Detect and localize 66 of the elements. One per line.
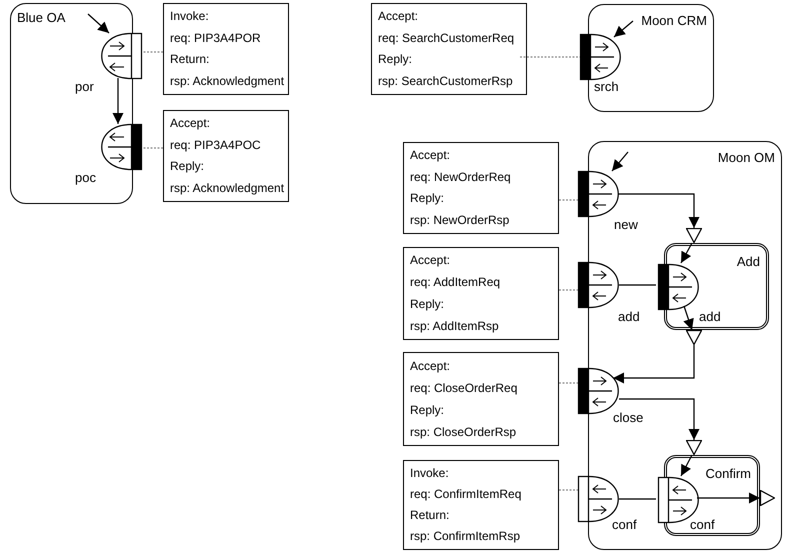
note-box xyxy=(371,3,527,95)
arrow xyxy=(88,14,110,34)
note-line: rsp: AddItemRsp xyxy=(410,318,500,335)
dotted-connector xyxy=(520,56,580,58)
port-label: conf xyxy=(690,517,715,533)
note-line: Accept: xyxy=(410,358,452,374)
note-line: rsp: CloseOrderRsp xyxy=(410,424,518,440)
note-line: req: CloseOrderReq xyxy=(410,380,518,396)
arrow xyxy=(683,306,694,330)
dotted-connector xyxy=(558,382,578,384)
note-line: Return: xyxy=(170,51,210,68)
arrow xyxy=(618,193,700,228)
hollow-triangle xyxy=(686,330,702,345)
note-line: Accept: xyxy=(170,115,212,132)
port-label: srch xyxy=(594,79,619,95)
note-line: rsp: SearchCustomerRsp xyxy=(378,72,514,90)
container-title: Moon OM xyxy=(718,150,775,166)
note-line: req: PIP3A4POR xyxy=(170,30,262,47)
note-line: Accept: xyxy=(410,252,452,270)
arrow xyxy=(619,398,700,440)
arrow xyxy=(612,152,628,172)
note-line: req: PIP3A4POC xyxy=(170,136,262,154)
arrow xyxy=(614,20,634,38)
arrow xyxy=(613,345,695,384)
note-line: rsp: NewOrderRsp xyxy=(410,212,510,229)
note-box xyxy=(403,460,559,550)
arrow xyxy=(697,492,760,504)
note-line: req: ConfirmItemReq xyxy=(410,486,522,503)
container-title: Add xyxy=(736,254,760,270)
note-line: rsp: ConfirmItemRsp xyxy=(410,528,522,545)
hollow-triangle xyxy=(686,228,702,243)
port-label: new xyxy=(614,217,638,233)
note-line: Invoke: xyxy=(170,8,210,26)
note-line: Invoke: xyxy=(410,465,450,482)
hollow-triangle xyxy=(686,440,702,455)
note-line: Reply: xyxy=(410,190,446,208)
note-line: Reply: xyxy=(410,296,446,313)
note-line: req: AddItemReq xyxy=(410,274,502,292)
arrow xyxy=(680,454,693,476)
note-line: Accept: xyxy=(378,8,420,26)
note-box xyxy=(163,110,289,202)
port-label: add xyxy=(618,309,640,325)
note-box xyxy=(163,3,289,95)
note-box xyxy=(403,142,559,234)
container-title: Blue OA xyxy=(17,10,66,26)
hollow-triangle xyxy=(760,490,775,506)
note-line: req: NewOrderReq xyxy=(410,168,512,186)
container-title: Confirm xyxy=(705,466,751,482)
port-label: add xyxy=(699,309,721,325)
note-line: Return: xyxy=(410,507,450,524)
arrow xyxy=(112,78,124,124)
note-box xyxy=(403,247,559,340)
port-label: por xyxy=(75,79,94,95)
note-line: rsp: Acknowledgment xyxy=(170,180,282,197)
note-line: rsp: Acknowledgment xyxy=(170,72,282,90)
note-line: Reply: xyxy=(410,402,446,418)
port-label: conf xyxy=(612,517,637,533)
arrow xyxy=(680,242,693,264)
note-box xyxy=(403,352,559,446)
port-label: poc xyxy=(75,170,96,186)
container-title: Moon CRM xyxy=(641,13,707,29)
port-label: close xyxy=(613,410,644,426)
note-line: req: SearchCustomerReq xyxy=(378,30,516,47)
note-line: Reply: xyxy=(378,51,414,68)
note-line: Accept: xyxy=(410,147,452,164)
note-line: Reply: xyxy=(170,158,206,176)
